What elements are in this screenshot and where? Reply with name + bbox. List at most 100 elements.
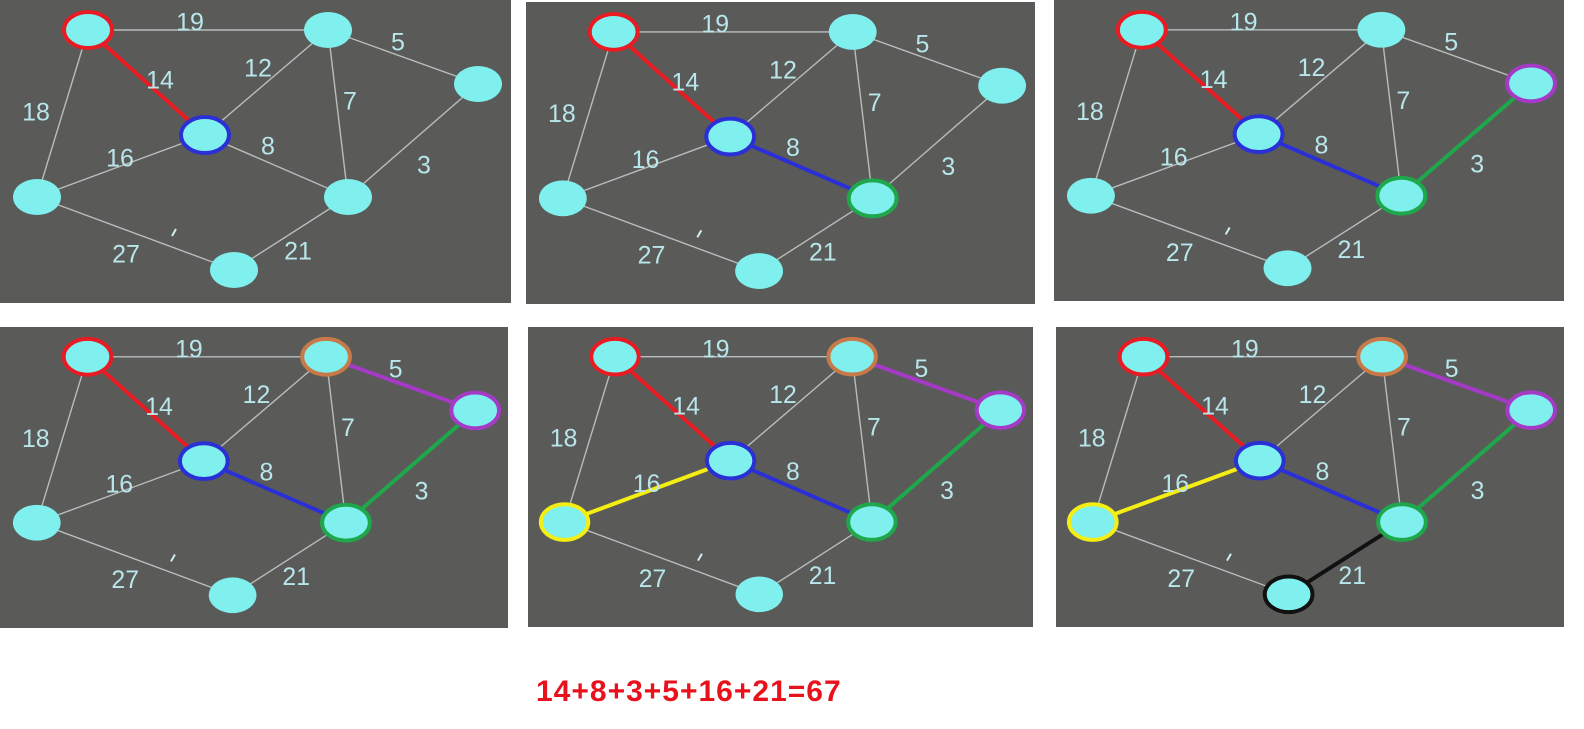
- edge-E-F: [344, 408, 477, 525]
- edge-B-C: [730, 356, 853, 462]
- graph-node-A: [589, 336, 641, 377]
- edge-weight-label: 16: [105, 472, 133, 499]
- edge-weight-label: 12: [769, 56, 797, 84]
- edge-C-D: [1090, 133, 1259, 197]
- edge-D-G: [36, 522, 233, 596]
- edge-C-F: [729, 134, 874, 201]
- edge-B-F: [1380, 29, 1403, 196]
- edge-weight-label: 14: [146, 67, 174, 95]
- edge-B-C: [203, 356, 327, 462]
- graph-node-A: [61, 336, 114, 377]
- edge-B-F: [327, 29, 349, 198]
- edge-weight-label: 12: [1299, 382, 1327, 409]
- graph-node-A: [62, 10, 114, 50]
- edge-weight-label: 18: [548, 100, 576, 128]
- edge-weight-label: 21: [1338, 236, 1366, 264]
- graph-node-G: [210, 252, 258, 288]
- edge-weight-label: 8: [786, 459, 800, 486]
- graph-node-A: [1115, 9, 1168, 50]
- graph-node-F: [1376, 502, 1428, 542]
- edge-weight-label: 19: [702, 336, 729, 363]
- edge-F-G: [233, 196, 349, 271]
- edge-A-D: [1090, 29, 1143, 196]
- edge-A-D: [36, 356, 89, 523]
- edge-weight-label: 27: [111, 567, 139, 594]
- edge-weight-label: 21: [1338, 563, 1366, 590]
- total-weight-formula: 14+8+3+5+16+21=67: [536, 675, 842, 708]
- graph-node-C: [1232, 114, 1285, 154]
- graph-node-F: [846, 178, 899, 219]
- tick-mark: [170, 553, 176, 562]
- edge-weight-label: 18: [1076, 98, 1104, 126]
- edge-weight-label: 18: [1078, 425, 1106, 452]
- edge-C-F: [729, 458, 873, 524]
- edge-weight-label: 21: [809, 239, 837, 267]
- graph-node-B: [304, 12, 352, 48]
- edge-A-C: [612, 30, 732, 139]
- edge-B-E: [327, 29, 479, 85]
- edge-weight-label: 18: [22, 426, 50, 453]
- graph-node-E: [978, 67, 1027, 104]
- graph-node-C: [1233, 440, 1286, 481]
- edge-weight-label: 8: [1315, 132, 1329, 160]
- edge-weight-label: 16: [1161, 471, 1189, 498]
- edge-weight-label: 12: [243, 382, 271, 409]
- graph-node-A: [587, 11, 640, 52]
- edge-weight-label: 21: [809, 563, 836, 590]
- edge-weight-label: 7: [1397, 415, 1411, 442]
- graph-node-B: [1356, 336, 1408, 377]
- edge-weight-label: 7: [1396, 87, 1410, 115]
- edge-weight-label: 12: [1298, 54, 1326, 82]
- edge-weight-label: 21: [284, 238, 312, 266]
- graph-node-E: [1505, 390, 1558, 430]
- edge-C-D: [36, 460, 205, 524]
- graph-node-B: [1357, 11, 1406, 48]
- edge-weight-label: 8: [1316, 459, 1330, 486]
- graph-node-C: [704, 116, 757, 157]
- edge-B-F: [852, 31, 874, 199]
- edge-weight-label: 19: [176, 9, 204, 37]
- edge-D-G: [1092, 521, 1289, 595]
- graph-node-G: [208, 577, 257, 614]
- edge-weight-label: 5: [1444, 28, 1458, 56]
- edge-C-D: [562, 135, 731, 200]
- edge-weight-label: 3: [940, 478, 954, 505]
- graph-node-B: [300, 336, 352, 377]
- graph-node-D: [538, 180, 587, 217]
- edge-A-C: [613, 355, 732, 463]
- edge-B-C: [1259, 356, 1383, 462]
- edge-A-D: [563, 356, 616, 523]
- edge-weight-label: 19: [701, 10, 729, 38]
- edge-weight-label: 3: [415, 478, 429, 505]
- tick-mark: [1224, 226, 1231, 235]
- graph-node-D: [538, 502, 591, 542]
- edge-weight-label: 14: [672, 68, 700, 96]
- graph-node-D: [12, 504, 61, 541]
- edge-weight-label: 8: [786, 134, 800, 162]
- edge-weight-label: 19: [1230, 8, 1258, 36]
- edge-A-C: [1142, 355, 1262, 463]
- edge-weight-label: 5: [391, 29, 405, 57]
- edge-E-F: [1400, 408, 1533, 524]
- edge-E-F: [872, 85, 1003, 199]
- edge-weight-label: 8: [261, 133, 275, 161]
- graph-node-F: [324, 179, 372, 215]
- graph-node-D: [1066, 177, 1115, 214]
- edge-weight-label: 3: [1471, 478, 1485, 505]
- edge-B-E: [325, 354, 476, 413]
- edge-weight-label: 27: [638, 242, 666, 270]
- edge-C-D: [563, 458, 732, 524]
- edge-weight-label: 5: [1445, 356, 1459, 383]
- edge-weight-label: 16: [1160, 144, 1188, 172]
- edge-B-C: [729, 31, 854, 138]
- edge-E-F: [1400, 81, 1533, 198]
- graph-node-E: [454, 66, 502, 102]
- graph-node-G: [735, 576, 783, 613]
